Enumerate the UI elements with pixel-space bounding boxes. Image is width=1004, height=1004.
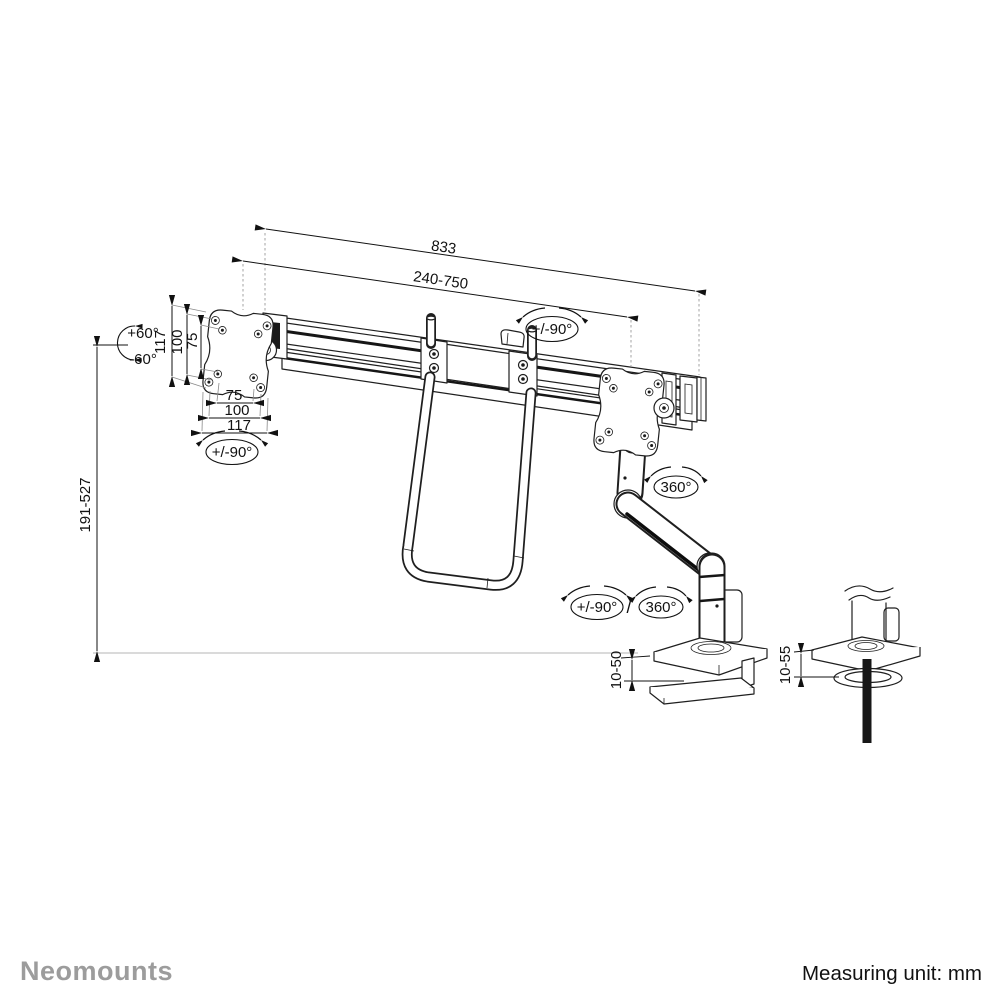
crossbar-swivel-label: +/-90° [532, 321, 573, 338]
dim-line-width-range [231, 256, 639, 322]
vesa-holes [204, 316, 272, 392]
vesa-holes [595, 374, 663, 450]
right-vesa-plate [593, 367, 665, 457]
crossbar-swivel-annotation: +/-90° [515, 307, 589, 343]
dim-vesa-vertical-100: 100 [169, 329, 186, 354]
dim-vesa-horizontal-117: 117 [227, 417, 251, 434]
plate-rotation-label: +/-90° [212, 444, 253, 461]
tilt-down-label: -60° [129, 351, 157, 368]
base-rotation-annotation: +/-90° / 360° [560, 585, 693, 621]
base-rotation-label: 360° [645, 599, 676, 616]
arm-rotation-annotation: 360° [644, 466, 708, 499]
dim-total-width-label: 833 [430, 237, 457, 257]
vesa-horizontal-dims: 75 100 117 [191, 382, 278, 437]
vesa-vertical-dims: 117 100 75 [152, 295, 220, 389]
crossbar-hook-bracket [500, 329, 525, 348]
plate-rotation-annotation: +/-90° [195, 430, 269, 466]
grommet-base [811, 585, 921, 743]
desk-clamp-base [649, 637, 768, 705]
dimension-annotations: 833 240-750 191-527 +60° -60° 117 100 [77, 224, 839, 691]
dim-vesa-horizontal-75: 75 [226, 387, 243, 404]
brand-logo: Neomounts [20, 956, 173, 986]
arm-rotation-label: 360° [660, 479, 691, 496]
measuring-unit-label: Measuring unit: mm [801, 962, 982, 985]
right-plate-pivot [653, 397, 675, 419]
dim-height-range-label: 191-527 [77, 477, 94, 532]
dim-vesa-horizontal-100: 100 [224, 402, 249, 419]
center-hook-loop [401, 313, 537, 591]
base-swivel-label: +/-90° [577, 599, 618, 616]
clamp-range-dim: 10-50 [608, 649, 684, 691]
tilt-up-label: +60° [127, 325, 158, 342]
dim-vesa-vertical-75: 75 [184, 333, 201, 350]
crossbar [262, 312, 707, 431]
break-line [844, 585, 894, 593]
base-separator: / [626, 597, 631, 617]
left-vesa-plate [202, 309, 274, 399]
dim-line-total-width [254, 224, 707, 296]
dim-width-range-label: 240-750 [412, 268, 469, 293]
grommet-tab [883, 607, 900, 642]
dim-vesa-vertical-117: 117 [152, 330, 169, 354]
grommet-range-label: 10-55 [777, 646, 794, 684]
threaded-rod [862, 659, 872, 743]
grommet-range-dim: 10-55 [777, 643, 839, 687]
clamp-range-label: 10-50 [608, 651, 625, 689]
tilt-annotation: +60° -60° [116, 323, 159, 368]
break-line [848, 594, 891, 601]
